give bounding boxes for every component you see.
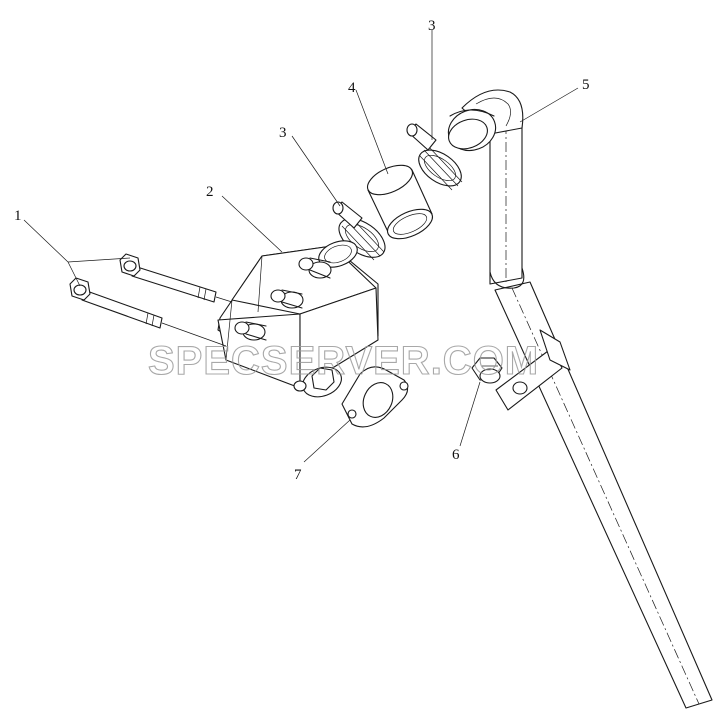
hose-clamp-part-3-upper (406, 123, 463, 191)
callout-2: 2 (206, 184, 214, 200)
callout-6: 6 (452, 447, 460, 463)
housing-part-2 (217, 240, 379, 398)
callout-1: 1 (14, 208, 22, 224)
bolt-part-1-upper (119, 253, 217, 303)
callout-3-upper: 3 (428, 18, 436, 34)
sleeve-part-4 (366, 164, 434, 240)
callout-7: 7 (294, 467, 302, 483)
callout-5: 5 (582, 77, 590, 93)
bolt-part-1-lower (69, 277, 163, 329)
housing-lug (298, 257, 332, 279)
callout-3-lower: 3 (279, 125, 287, 141)
tube-part-5 (447, 89, 713, 709)
tube-bracket (495, 329, 571, 411)
nut-part-6 (471, 357, 503, 384)
housing-lug (270, 289, 304, 309)
gasket-part-7 (341, 366, 409, 428)
leader-lines (23, 30, 579, 463)
housing-lug (234, 321, 267, 341)
callout-4: 4 (348, 80, 356, 96)
watermark: SPECSERVER.COM (148, 339, 539, 383)
